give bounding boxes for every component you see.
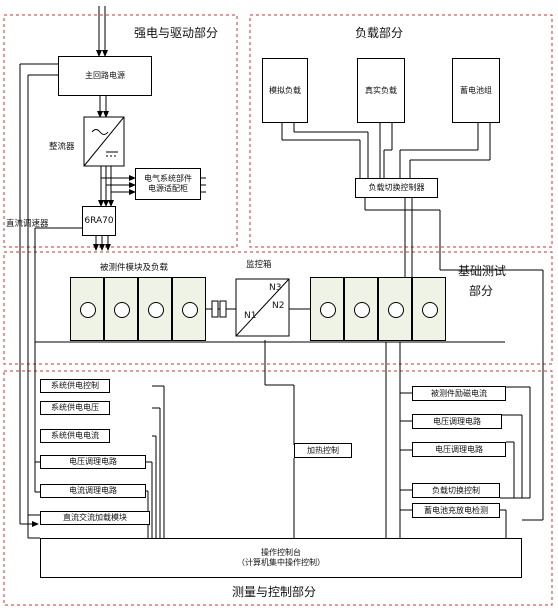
power-section-frame — [3, 14, 238, 248]
load-module-2 — [344, 277, 378, 341]
module-circle-icon — [114, 302, 130, 318]
load-module-1 — [310, 277, 344, 341]
shaft-coupling — [211, 300, 227, 318]
power-supply-control-box: 系统供电控制 — [40, 379, 110, 393]
monitor-label: 监控箱 — [246, 260, 272, 270]
module-circle-icon — [182, 302, 198, 318]
console-title: 操作控制台 — [261, 548, 301, 557]
operator-console-box: 操作控制台 （计算机集中操作控制） — [40, 538, 522, 578]
current-conditioning-box: 电流调理电路 — [40, 484, 146, 498]
electrical-parts-line1: 电气系统部件 — [144, 174, 192, 183]
rectifier-symbol — [83, 116, 125, 167]
dut-excitation-current-box: 被测件励磁电流 — [412, 386, 506, 401]
power-section-title: 强电与驱动部分 — [134, 26, 219, 40]
electrical-parts-box: 电气系统部件 电源适配柜 — [135, 168, 201, 200]
load-module-3 — [378, 277, 412, 341]
module-circle-icon — [388, 302, 404, 318]
dut-module-2 — [104, 277, 138, 341]
voltage-conditioning-box: 电压调理电路 — [40, 455, 146, 469]
module-circle-icon — [320, 302, 336, 318]
simulated-load-box: 模拟负载 — [262, 58, 308, 123]
measure-section-title: 测量与控制部分 — [232, 585, 317, 599]
measure-section-frame — [3, 370, 553, 606]
n1-label: N1 — [244, 311, 257, 321]
module-circle-icon — [354, 302, 370, 318]
module-circle-icon — [422, 302, 438, 318]
heating-control-box: 加热控制 — [294, 443, 352, 458]
battery-charge-detect-box: 蓄电池充放电检测 — [412, 503, 500, 518]
power-supply-current-box: 系统供电电流 — [40, 429, 110, 443]
dc-governor-box: 6RA70 — [82, 206, 116, 236]
module-circle-icon — [80, 302, 96, 318]
basic-test-section-title-line1: 基础测试 — [458, 264, 507, 278]
load-switch-control-box: 负载切换控制 — [412, 483, 500, 498]
dc-ac-load-module-box: 直流交流加载模块 — [40, 511, 150, 525]
load-switch-controller-box: 负载切换控制器 — [355, 178, 438, 198]
dut-module-3 — [138, 277, 172, 341]
basic-test-section-title-line2: 部分 — [469, 284, 494, 298]
rectifier-label: 整流器 — [49, 142, 75, 152]
battery-box: 蓄电池组 — [452, 58, 500, 123]
voltage-conditioning-right-box-2: 电压调理电路 — [412, 442, 506, 457]
console-subtitle: （计算机集中操作控制） — [237, 558, 325, 567]
dc-governor-label: 直流调速器 — [6, 219, 49, 229]
electrical-parts-line2: 电源适配柜 — [148, 184, 188, 193]
load-section-frame — [249, 14, 553, 248]
main-supply-box: 主回路电源 — [58, 56, 152, 96]
module-circle-icon — [148, 302, 164, 318]
power-supply-voltage-box: 系统供电电压 — [40, 401, 110, 415]
load-module-4 — [412, 277, 446, 341]
dut-module-4 — [172, 277, 206, 341]
load-section-title: 负载部分 — [355, 26, 404, 40]
monitor-box-symbol — [235, 278, 290, 337]
real-load-box: 真实负载 — [357, 58, 405, 123]
voltage-conditioning-right-box-1: 电压调理电路 — [412, 414, 502, 429]
n3-label: N3 — [269, 283, 282, 293]
dut-label: 被测件模块及负载 — [100, 263, 169, 273]
n2-label: N2 — [272, 301, 285, 311]
dut-module-1 — [70, 277, 104, 341]
